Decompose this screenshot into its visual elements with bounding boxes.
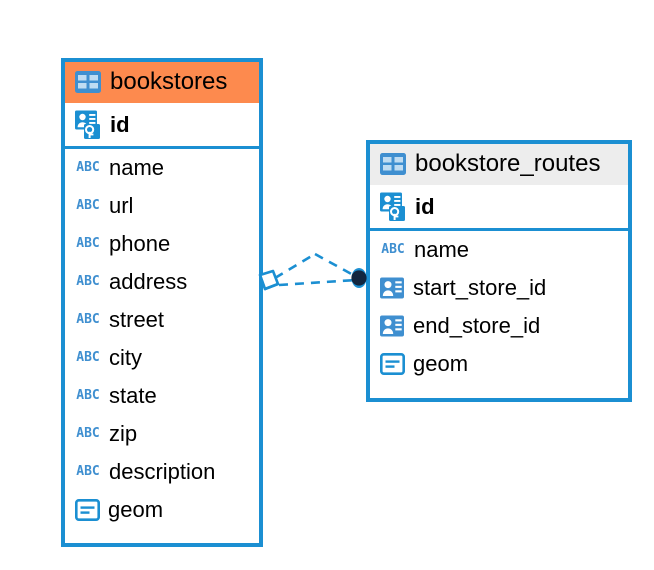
- field-row-name[interactable]: ABC name: [370, 231, 628, 269]
- relationship-line-lower: [278, 278, 357, 287]
- entity-title: bookstores: [110, 68, 228, 95]
- field-name: id: [110, 111, 130, 137]
- abc-text-icon-label: ABC: [76, 312, 100, 327]
- geometry-icon: [380, 353, 405, 375]
- field-name: street: [109, 307, 165, 332]
- abc-text-icon-label: ABC: [76, 426, 100, 441]
- field-row-zip[interactable]: ABC zip: [65, 415, 259, 453]
- field-name: phone: [109, 231, 171, 256]
- field-row-phone[interactable]: ABC phone: [65, 225, 259, 263]
- field-row-geom[interactable]: geom: [370, 345, 628, 383]
- primary-key-divider: [370, 228, 628, 231]
- table-icon: [380, 153, 406, 175]
- filled-circle-marker: [351, 268, 367, 288]
- field-name: zip: [109, 421, 138, 446]
- abc-text-icon: ABC: [75, 197, 101, 215]
- abc-text-icon: ABC: [75, 235, 101, 253]
- field-name: state: [109, 383, 157, 408]
- abc-text-icon: ABC: [75, 273, 101, 291]
- field-row-geom[interactable]: geom: [65, 491, 259, 529]
- field-row-state[interactable]: ABC state: [65, 377, 259, 415]
- field-name: geom: [413, 351, 469, 376]
- field-name: id: [415, 193, 435, 219]
- abc-text-icon-label: ABC: [76, 350, 100, 365]
- abc-text-icon-label: ABC: [381, 242, 405, 257]
- entity-header-bookstore-routes[interactable]: bookstore_routes: [370, 144, 628, 185]
- entity-title: bookstore_routes: [415, 150, 601, 177]
- abc-text-icon: ABC: [75, 311, 101, 329]
- field-row-end-store-id[interactable]: end_store_id: [370, 307, 628, 345]
- field-row-url[interactable]: ABC url: [65, 187, 259, 225]
- field-list-bookstores: ABC name ABC url ABC phone ABC: [65, 149, 259, 529]
- geometry-icon: [75, 499, 100, 521]
- field-list-bookstore-routes: ABC name start_store_id: [370, 231, 628, 383]
- abc-text-icon: ABC: [380, 241, 406, 259]
- field-row-city[interactable]: ABC city: [65, 339, 259, 377]
- abc-text-icon-label: ABC: [76, 160, 100, 175]
- abc-text-icon-label: ABC: [76, 464, 100, 479]
- abc-text-icon-label: ABC: [76, 274, 100, 289]
- primary-key-divider: [65, 146, 259, 149]
- field-row-street[interactable]: ABC street: [65, 301, 259, 339]
- abc-text-icon: ABC: [75, 159, 101, 177]
- abc-text-icon-label: ABC: [76, 198, 100, 213]
- primary-key-icon: [380, 192, 407, 222]
- field-name: address: [109, 269, 188, 294]
- field-name: name: [414, 237, 470, 262]
- relationship-line-upper-right: [314, 252, 356, 278]
- abc-text-icon-label: ABC: [76, 236, 100, 251]
- field-row-description[interactable]: ABC description: [65, 453, 259, 491]
- entity-header-bookstores[interactable]: bookstores: [65, 62, 259, 103]
- abc-text-icon: ABC: [75, 387, 101, 405]
- field-name: start_store_id: [413, 275, 547, 300]
- entity-bookstores[interactable]: bookstores id: [61, 58, 263, 547]
- field-name: name: [109, 155, 165, 180]
- foreign-key-icon: [380, 277, 405, 299]
- abc-text-icon: ABC: [75, 463, 101, 481]
- field-name: end_store_id: [413, 313, 541, 338]
- field-name: description: [109, 459, 216, 484]
- field-row-start-store-id[interactable]: start_store_id: [370, 269, 628, 307]
- relationship-connector[interactable]: [255, 240, 380, 320]
- field-name: url: [109, 193, 134, 218]
- foreign-key-icon: [380, 315, 405, 337]
- primary-key-icon: [75, 110, 102, 140]
- field-name: city: [109, 345, 142, 370]
- field-row-id[interactable]: id: [65, 103, 259, 146]
- field-row-address[interactable]: ABC address: [65, 263, 259, 301]
- entity-bookstore-routes[interactable]: bookstore_routes id: [366, 140, 632, 402]
- field-name: geom: [108, 497, 164, 522]
- table-icon: [75, 71, 101, 93]
- field-row-id[interactable]: id: [370, 185, 628, 228]
- field-row-name[interactable]: ABC name: [65, 149, 259, 187]
- abc-text-icon: ABC: [75, 425, 101, 443]
- relationship-line-upper-left: [274, 252, 316, 280]
- abc-text-icon-label: ABC: [76, 388, 100, 403]
- abc-text-icon: ABC: [75, 349, 101, 367]
